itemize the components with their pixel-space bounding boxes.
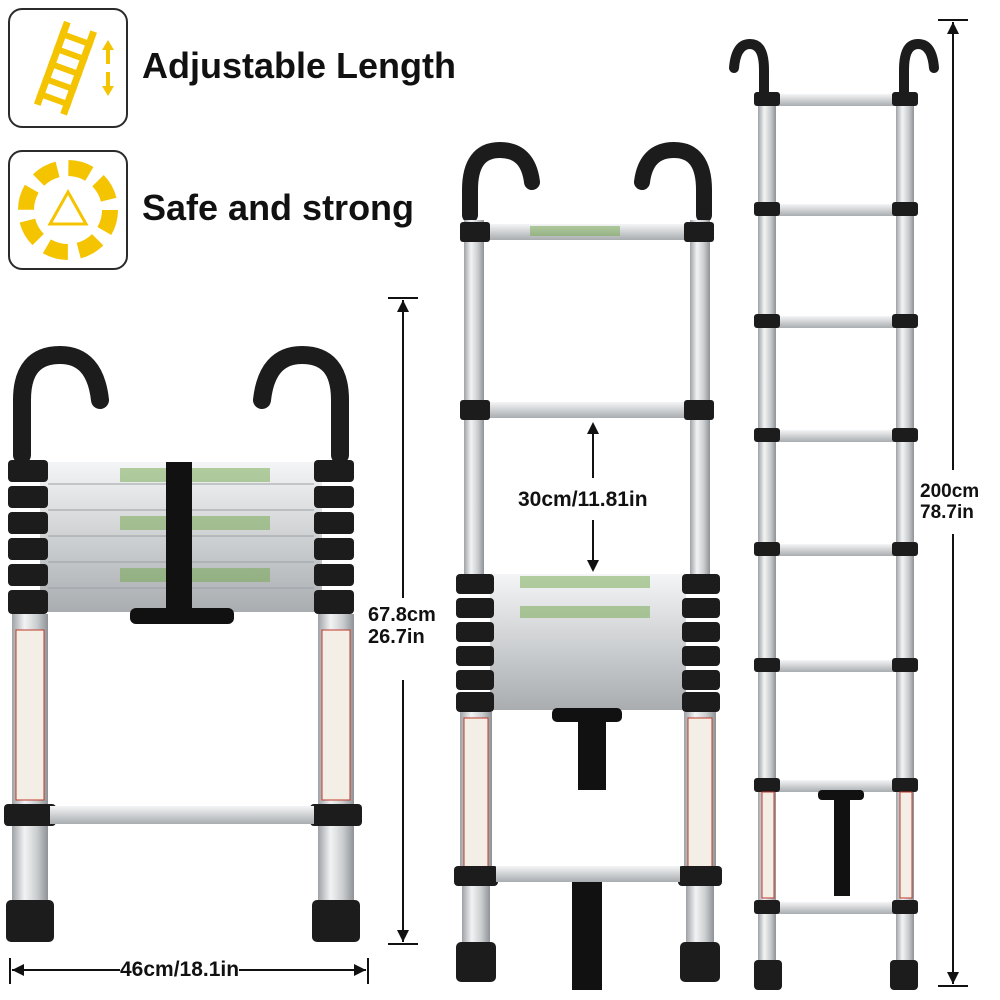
folded-height-dimension-line — [388, 297, 418, 945]
feature-box-safe — [8, 150, 128, 270]
feature-box-adjustable — [8, 8, 128, 128]
full-height-cm: 200cm — [920, 481, 980, 502]
feature-label-adjustable: Adjustable Length — [142, 45, 456, 86]
partial-ladder — [454, 141, 722, 990]
full-height-in: 78.7in — [920, 501, 974, 523]
folded-height-cm: 67.8cm — [368, 604, 436, 626]
folded-height-label: 67.8cm 26.7in — [368, 604, 436, 648]
safety-ring-icon — [18, 160, 118, 260]
ladder-arrows-icon — [33, 20, 114, 116]
full-height-label: 200cm 78.7in — [920, 481, 980, 524]
extended-ladder — [729, 38, 939, 990]
feature-label-safe: Safe and strong — [142, 187, 415, 228]
width-label: 46cm/18.1in — [120, 958, 240, 982]
folded-height-in: 26.7in — [368, 626, 425, 648]
rung-spacing-label: 30cm/11.81in — [518, 488, 648, 512]
full-height-dimension-line — [938, 19, 968, 987]
folded-ladder — [4, 345, 362, 942]
